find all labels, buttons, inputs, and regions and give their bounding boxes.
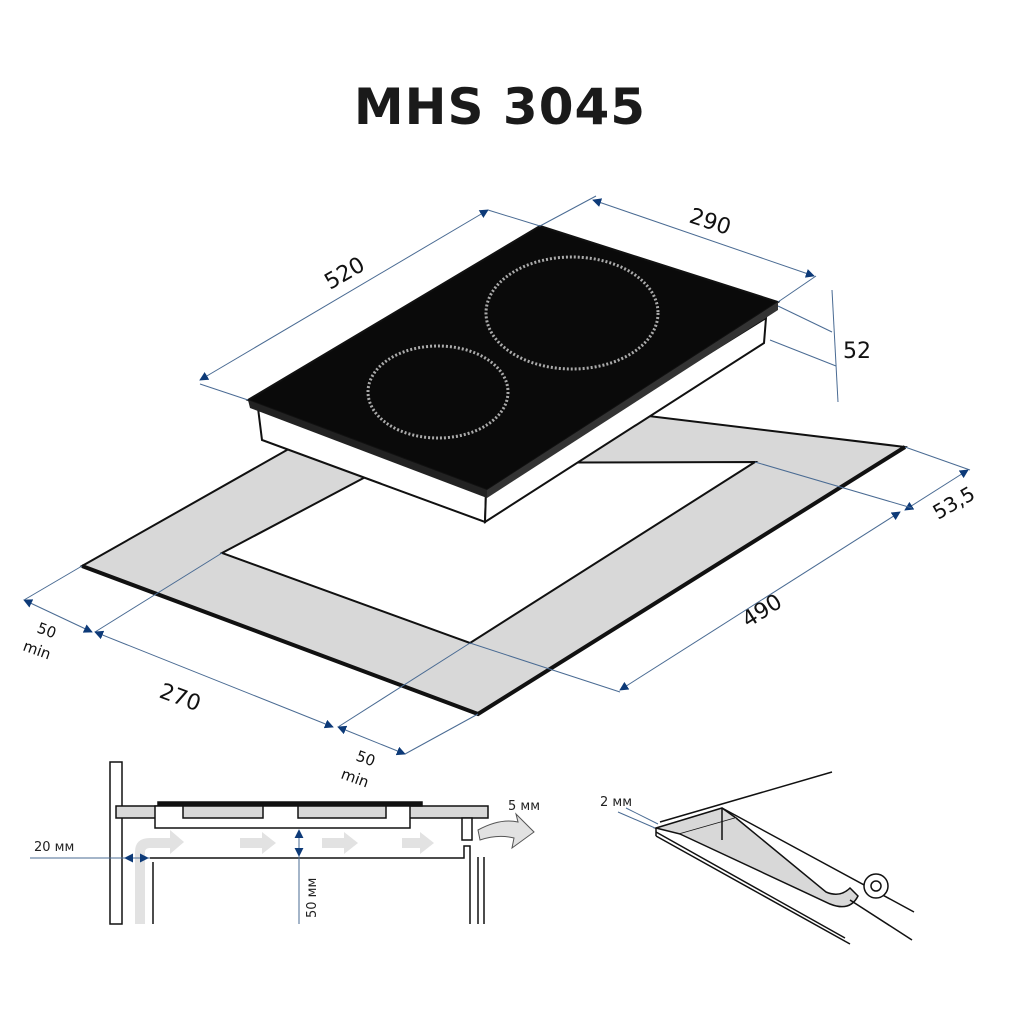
dim-height: 52 [843, 339, 871, 364]
seal-view [653, 771, 915, 945]
dim-width: 290 [686, 204, 734, 241]
burner-small [366, 344, 510, 440]
label-gap-bottom: 50 мм [305, 878, 320, 918]
airflow-arrows [135, 812, 535, 924]
dim-clearance-front-value: 50 [354, 747, 378, 770]
dim-cutout-depth: 490 [738, 590, 787, 633]
dim-clearance-left-unit: min [21, 637, 54, 664]
dim-cutout-offset: 53,5 [929, 481, 980, 524]
dim-clearance-front-unit: min [339, 765, 372, 792]
dim-cutout-width: 270 [156, 679, 204, 717]
label-seal-thickness: 2 мм [600, 795, 632, 810]
dim-clearance-left-value: 50 [35, 619, 59, 642]
model-title: MHS 3045 [353, 78, 647, 136]
dim-depth: 520 [321, 253, 370, 296]
label-gap-vent: 5 мм [508, 799, 540, 814]
dimension-lines [23, 195, 971, 756]
label-gap-wall: 20 мм [34, 840, 74, 855]
section-view [109, 761, 489, 925]
